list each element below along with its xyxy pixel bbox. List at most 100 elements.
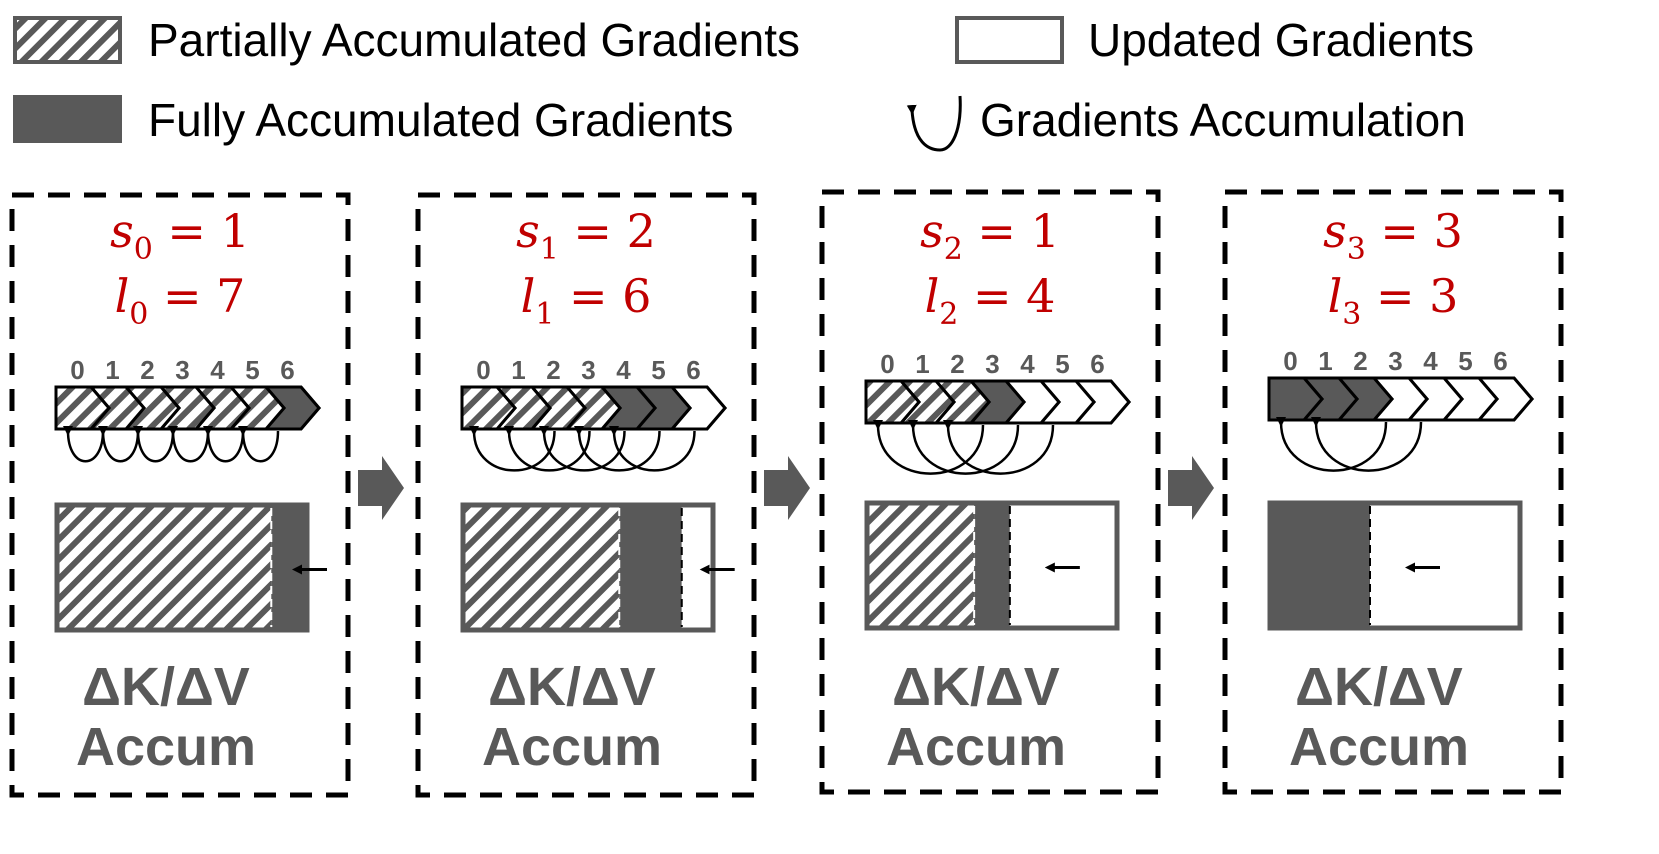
panel-l-sub: 2	[939, 297, 958, 332]
legend-updated-label: Updated Gradients	[1088, 14, 1474, 66]
panel-l-var: l	[521, 269, 536, 323]
accum-buffer-outline	[1267, 500, 1523, 631]
accum-updated-region	[681, 505, 713, 630]
token-index-5: 5	[651, 355, 665, 385]
accum-buffer	[460, 502, 735, 633]
panel-l-equation: l2 = 4	[925, 269, 1056, 332]
panel-s-equation: s2 = 1	[920, 204, 1060, 267]
accum-label-accum: Accum	[76, 717, 256, 777]
panel-s-equation: s3 = 3	[1323, 204, 1463, 267]
accumulation-arc-1	[1310, 416, 1423, 472]
accumulation-arcs	[1275, 416, 1423, 472]
accum-label-delta: ΔK/ΔV	[892, 657, 1060, 717]
token-index-3: 3	[1388, 346, 1402, 376]
panel-s-sub: 3	[1347, 232, 1366, 267]
token-index-6: 6	[1090, 349, 1104, 379]
accumulation-arc-2	[132, 425, 175, 463]
accumulation-arc-0	[468, 425, 556, 472]
token-index-4: 4	[210, 355, 225, 385]
legend-partial-swatch	[13, 16, 122, 64]
accum-partial-region	[463, 505, 620, 630]
accumulation-arc-2	[942, 419, 1055, 475]
accumulation-arc-5	[237, 425, 280, 463]
token-index-2: 2	[546, 355, 560, 385]
accum-buffer-outline	[864, 500, 1120, 631]
token-index-5: 5	[1055, 349, 1069, 379]
panel-s-equation: s1 = 2	[516, 204, 656, 267]
token-index-6: 6	[1493, 346, 1507, 376]
panel-s-equation: s0 = 1	[110, 204, 250, 267]
panel-l-val: = 4	[958, 269, 1055, 323]
legend: Partially Accumulated Gradients Updated …	[13, 14, 1474, 152]
accum-buffer-outline	[54, 502, 310, 633]
panel-l-var: l	[1328, 269, 1343, 323]
panel-s-var: s	[110, 204, 134, 258]
accumulation-arc-2	[538, 425, 626, 472]
token-index-6: 6	[686, 355, 700, 385]
accum-full-region	[1270, 503, 1370, 628]
token-index-1: 1	[915, 349, 929, 379]
panel-s-var: s	[920, 204, 944, 258]
token-index-0: 0	[476, 355, 490, 385]
accumulation-arc-3	[573, 425, 661, 472]
token-index-4: 4	[616, 355, 631, 385]
token-index-2: 2	[950, 349, 964, 379]
panel-s-var: s	[1323, 204, 1347, 258]
legend-accumulation-icon	[906, 95, 962, 152]
token-index-0: 0	[880, 349, 894, 379]
token-index-0: 0	[70, 355, 84, 385]
panel-s-sub: 0	[134, 232, 153, 267]
accum-full-region	[974, 503, 1010, 628]
accum-label-delta: ΔK/ΔV	[488, 657, 656, 717]
panel-l-var: l	[115, 269, 130, 323]
panel-l-equation: l0 = 7	[115, 269, 246, 332]
accum-full-region	[271, 505, 307, 630]
panel-l-equation: l3 = 3	[1328, 269, 1459, 332]
panel-l-val: = 6	[554, 269, 651, 323]
token-index-5: 5	[245, 355, 259, 385]
token-chevron-0	[864, 379, 921, 425]
accumulation-arc-3	[167, 425, 210, 463]
token-index-3: 3	[581, 355, 595, 385]
transition-arrow-1	[764, 456, 810, 520]
panel-s-val: = 2	[559, 204, 656, 258]
accum-updated-region	[1009, 503, 1117, 628]
token-index-3: 3	[985, 349, 999, 379]
panel-l-val: = 3	[1361, 269, 1458, 323]
legend-updated-swatch	[955, 16, 1064, 64]
accum-buffer-outline	[460, 502, 716, 633]
panel-l-sub: 1	[535, 297, 554, 332]
panel-s-sub: 2	[944, 232, 963, 267]
accum-label-delta: ΔK/ΔV	[1295, 657, 1463, 717]
transition-arrow-2	[1168, 456, 1214, 520]
accum-updated-region	[1370, 503, 1520, 628]
accumulation-arc-0	[872, 419, 985, 475]
accumulation-arc-1	[503, 425, 591, 472]
token-index-2: 2	[1353, 346, 1367, 376]
token-chevron-0	[54, 385, 111, 431]
panel-s-val: = 1	[153, 204, 250, 258]
legend-full-label: Fully Accumulated Gradients	[148, 94, 734, 146]
accumulation-arcs	[62, 425, 280, 463]
accumulation-arc-4	[608, 425, 696, 472]
token-index-2: 2	[140, 355, 154, 385]
accumulation-arc-0	[1275, 416, 1388, 472]
legend-partial-label: Partially Accumulated Gradients	[148, 14, 800, 66]
legend-accumulation-label: Gradients Accumulation	[980, 94, 1466, 146]
accumulation-arcs	[468, 425, 696, 472]
token-index-0: 0	[1283, 346, 1297, 376]
panel-s-val: = 1	[963, 204, 1060, 258]
panel-l-var: l	[925, 269, 940, 323]
accum-partial-region	[57, 505, 272, 630]
panel-s-val: = 3	[1366, 204, 1463, 258]
accum-buffer	[1267, 500, 1523, 631]
accumulation-arc-1	[97, 425, 140, 463]
